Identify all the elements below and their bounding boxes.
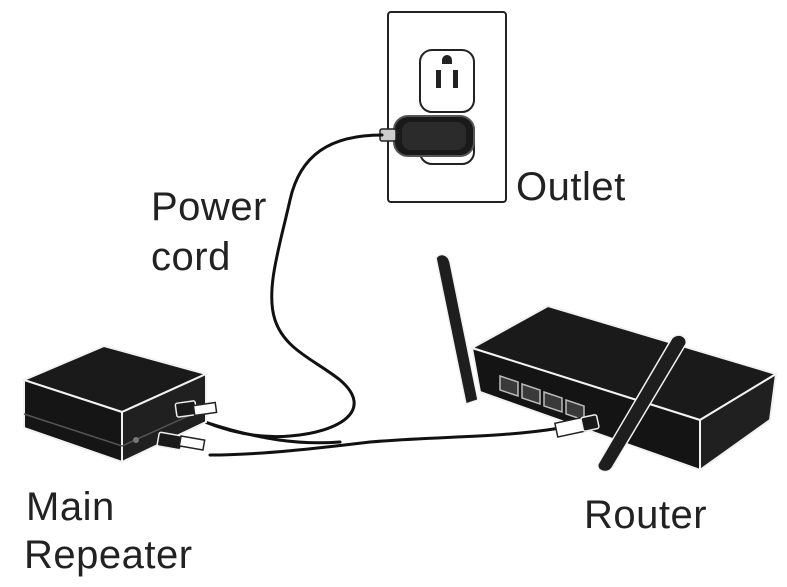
outlet-receptacle-top (419, 49, 475, 113)
power-cord-cable (203, 133, 384, 439)
power-jack-cable (203, 420, 342, 445)
main-repeater-device (21, 344, 218, 464)
repeater-led (133, 437, 139, 443)
repeater-ethernet-plug (174, 400, 218, 418)
repeater-power-plug (156, 431, 206, 451)
router-lan-ports (499, 374, 585, 422)
power-plug (379, 115, 475, 157)
main-repeater-label-line1: Main (26, 485, 115, 529)
router-ethernet-plug (553, 414, 600, 438)
router-antenna-back (435, 253, 479, 405)
power-cord-label-line1: Power (151, 185, 267, 229)
outlet-slot-left (436, 70, 441, 88)
cables (203, 133, 562, 457)
outlet-slot-right (453, 70, 458, 88)
main-repeater-label-line2: Repeater (24, 533, 193, 577)
router-antenna-front (597, 334, 687, 473)
outlet-label: Outlet (516, 165, 626, 209)
power-cord-label-line2: cord (151, 235, 231, 279)
router-device (435, 253, 779, 473)
outlet-ground-hole (442, 55, 452, 64)
wall-outlet (387, 11, 507, 203)
ethernet-cable (208, 426, 562, 457)
router-right-face (699, 372, 778, 472)
router-label: Router (584, 493, 708, 537)
